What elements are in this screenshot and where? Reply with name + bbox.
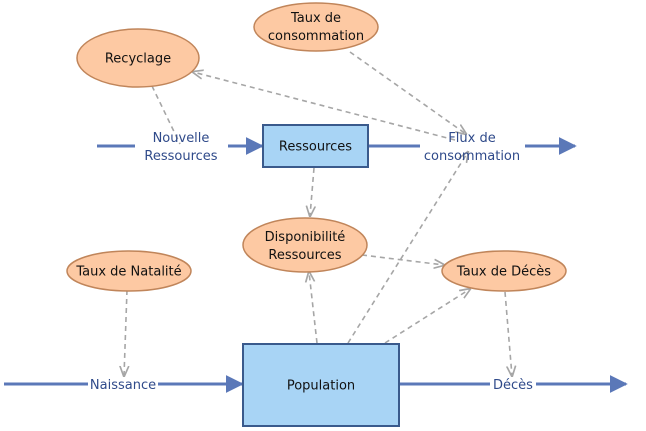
link-taux-consommation-to-flux <box>349 51 466 134</box>
aux-taux-deces[interactable]: Taux de Décès <box>441 250 567 292</box>
link-disponibilite-to-deces <box>361 254 444 265</box>
aux-disponibilite-line2: Ressources <box>268 248 341 263</box>
flow-consommation-line2: consommation <box>424 149 520 164</box>
aux-taux-consommation-line2: consommation <box>268 29 364 44</box>
aux-disponibilite-ellipse <box>242 217 368 273</box>
link-ressources-to-disponibilite <box>310 167 314 216</box>
aux-taux-deces-ellipse <box>441 250 567 292</box>
stock-ressources-label: Ressources <box>279 140 352 155</box>
flow-consommation-line1: Flux de <box>448 131 495 146</box>
link-population-to-disponibilite <box>309 272 318 344</box>
aux-recyclage-ellipse <box>76 28 200 88</box>
stock-population[interactable]: Population <box>242 343 400 427</box>
stock-population-label: Population <box>287 379 355 394</box>
link-population-to-flux <box>347 152 468 344</box>
flow-naissance-label: Naissance <box>90 378 156 393</box>
stock-population-box <box>242 343 400 427</box>
link-recyclage-to-nouvelle <box>151 85 181 145</box>
aux-taux-natalite[interactable]: Taux de Natalité <box>66 250 192 292</box>
aux-recyclage-label: Recyclage <box>105 52 171 67</box>
link-natalite-to-naissance <box>124 289 127 376</box>
aux-taux-consommation-line1: Taux de <box>290 11 341 26</box>
aux-disponibilite-line1: Disponibilité <box>265 230 346 245</box>
aux-disponibilite-ressources[interactable]: Disponibilité Ressources <box>242 217 368 273</box>
aux-taux-consommation[interactable]: Taux de consommation <box>253 2 379 52</box>
flow-nouvelle-ressources-line2: Ressources <box>144 149 217 164</box>
aux-recyclage[interactable]: Recyclage <box>76 28 200 88</box>
flow-deces-label: Décès <box>493 378 533 393</box>
stock-ressources-box <box>262 124 369 168</box>
link-population-to-taux-deces <box>384 289 470 344</box>
aux-taux-deces-label: Taux de Décès <box>456 265 551 280</box>
aux-taux-natalite-label: Taux de Natalité <box>75 265 181 280</box>
aux-taux-consommation-ellipse <box>253 2 379 52</box>
link-taux-deces-to-deces <box>504 291 512 376</box>
link-flux-to-recyclage <box>193 72 456 141</box>
aux-taux-natalite-ellipse <box>66 250 192 292</box>
flow-nouvelle-ressources-line1: Nouvelle <box>153 131 210 146</box>
stock-ressources[interactable]: Ressources <box>262 124 369 168</box>
